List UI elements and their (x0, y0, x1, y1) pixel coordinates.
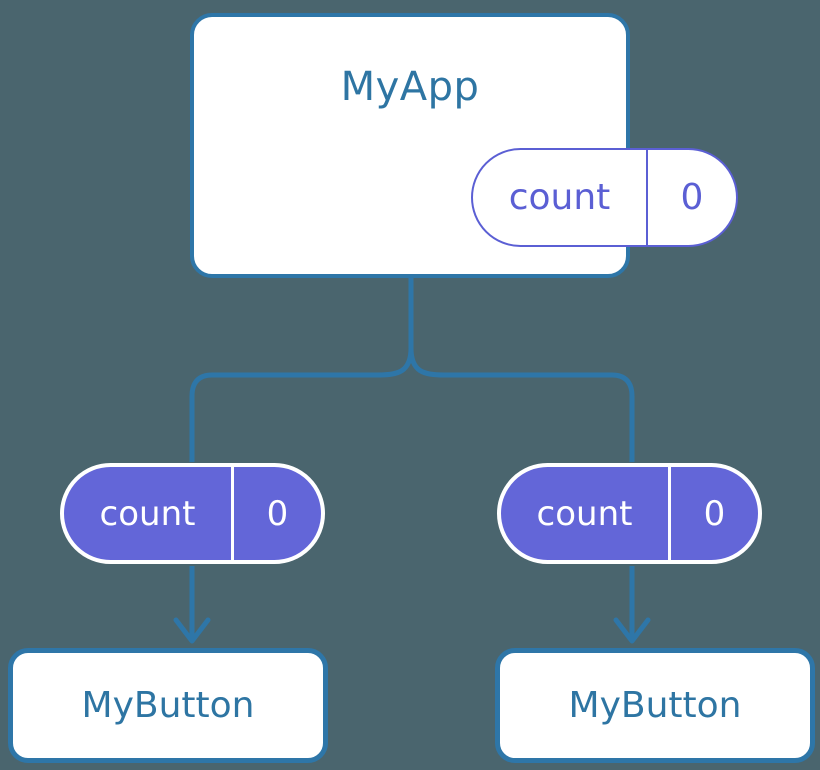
component-card-mybutton-right[interactable]: MyButton (495, 648, 815, 763)
component-card-myapp[interactable]: MyApp count 0 (190, 13, 738, 278)
prop-pill-right[interactable]: count 0 (497, 463, 762, 564)
prop-pill-left[interactable]: count 0 (60, 463, 325, 564)
component-label-mybutton-right: MyButton (568, 684, 742, 726)
connector-branch-right (408, 347, 635, 462)
prop-value-right: 0 (703, 493, 726, 534)
component-label-myapp: MyApp (340, 64, 480, 110)
arrowhead-right-icon (613, 617, 651, 644)
component-label-mybutton-left: MyButton (81, 684, 255, 726)
component-card-mybutton-left[interactable]: MyButton (8, 648, 328, 763)
prop-key-right: count (501, 467, 671, 560)
arrowhead-left-icon (173, 617, 211, 644)
state-value-root: 0 (680, 176, 704, 218)
state-key-root: count (473, 150, 648, 245)
connector-branch-left (189, 347, 414, 462)
state-pill-root[interactable]: count 0 (471, 148, 738, 247)
prop-value-left: 0 (266, 493, 289, 534)
prop-key-left: count (64, 467, 234, 560)
